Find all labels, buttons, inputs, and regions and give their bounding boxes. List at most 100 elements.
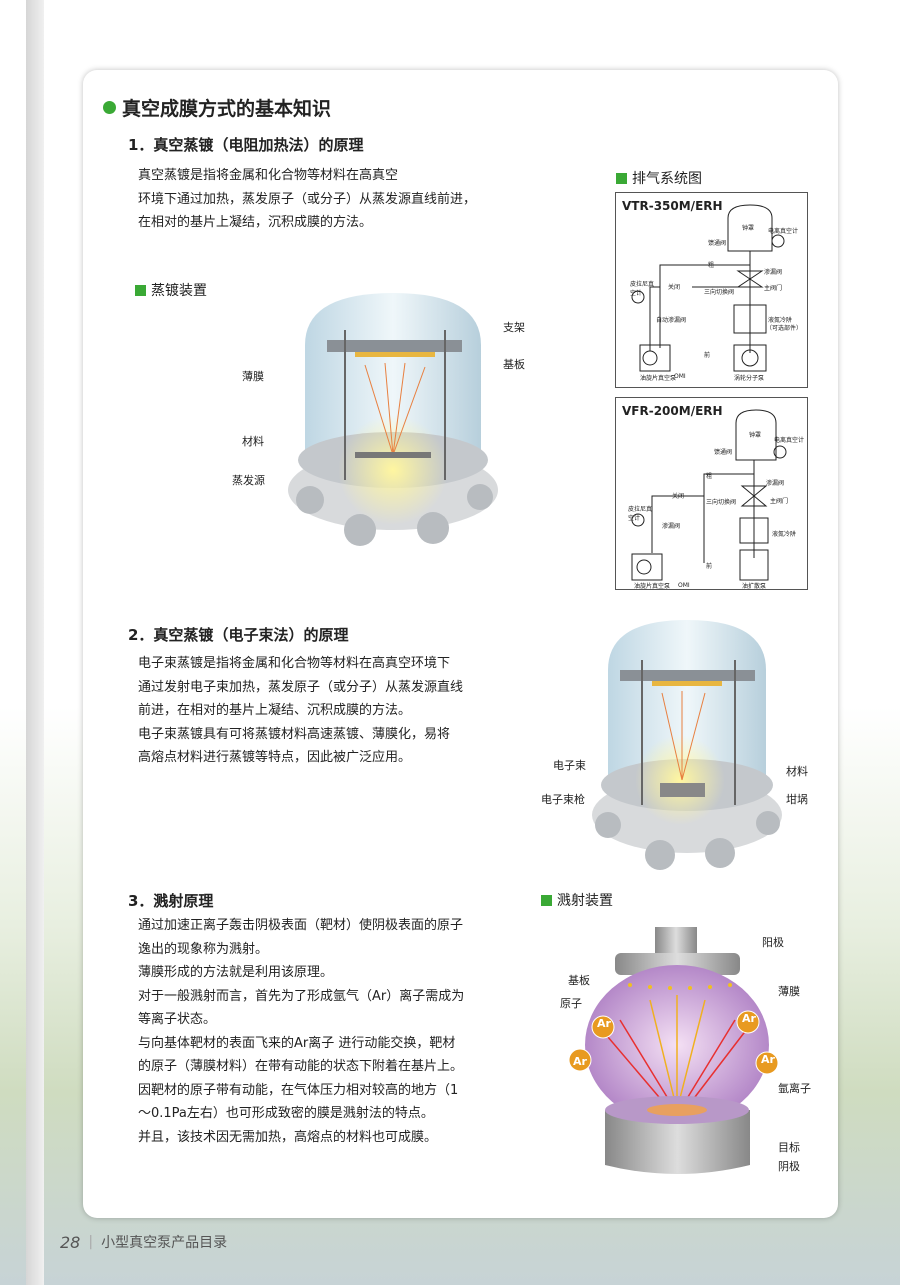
ar-ion-label: Ar <box>573 1055 587 1068</box>
text-line: 逸出的现象称为溅射。 <box>138 941 269 957</box>
section3-text: 通过加速正离子轰击阴极表面（靶材）使阴极表面的原子 逸出的现象称为溅射。 薄膜形… <box>138 914 464 1149</box>
label-material: 材料 <box>786 765 808 778</box>
page-title: 真空成膜方式的基本知识 <box>103 94 331 121</box>
text-line: 电子束蒸镀是指将金属和化合物等材料在高真空环境下 <box>138 656 451 671</box>
label-film: 薄膜 <box>778 985 800 998</box>
label: 关闭 <box>672 493 685 500</box>
label: 主阀门 <box>764 285 783 292</box>
label: 粗 <box>708 262 715 269</box>
label-anode: 阳极 <box>762 936 784 949</box>
ar-ion-label: Ar <box>742 1012 756 1025</box>
page-number: 28 <box>60 1232 81 1252</box>
label: 前 <box>706 563 713 570</box>
label: 馈通阀 <box>708 240 727 247</box>
label: 皮拉尼真空计 <box>628 506 653 522</box>
text-line: 薄膜形成的方法就是利用该原理。 <box>138 965 334 980</box>
evap-device-title: 蒸镀装置 <box>135 280 207 300</box>
bullet-icon <box>103 101 116 114</box>
page-edge-strip <box>26 0 44 1285</box>
label: 粗 <box>706 473 713 480</box>
section1-heading: 1．真空蒸镀（电阻加热法）的原理 <box>128 136 364 154</box>
label: 油旋片真空泵 <box>634 583 671 590</box>
label-argon-ion: 氩离子 <box>778 1082 811 1095</box>
label: 涡轮分子泵 <box>734 375 765 382</box>
text-line: 真空蒸镀是指将金属和化合物等材料在高真空 <box>138 168 399 183</box>
label: 液氮冷阱 <box>768 317 793 324</box>
square-bullet-icon <box>616 172 627 184</box>
label: 前 <box>704 352 711 359</box>
diagram-model: VFR-200M/ERH <box>622 404 723 418</box>
label: 皮拉尼真空计 <box>630 281 655 297</box>
label: 油扩散泵 <box>742 583 767 590</box>
text-line: 等离子状态。 <box>138 1012 217 1027</box>
section2-text: 电子束蒸镀是指将金属和化合物等材料在高真空环境下 通过发射电子束加热，蒸发原子（… <box>138 652 463 770</box>
text-line: 与向基体靶材的表面飞来的Ar离子 进行动能交换，靶材 <box>138 1035 456 1051</box>
page-title-text: 真空成膜方式的基本知识 <box>122 98 332 120</box>
exhaust-title-text: 排气系统图 <box>632 171 702 187</box>
text-line: 因靶材的原子带有动能，在气体压力相对较高的地方（1 <box>138 1082 459 1098</box>
label-beam: 电子束 <box>553 759 586 772</box>
text-line: 并且，该技术因无需加热，高熔点的材料也可成膜。 <box>138 1129 438 1145</box>
label: 钟罩 <box>749 432 762 439</box>
label-cathode: 阴极 <box>778 1160 800 1173</box>
text-line: 通过加速正离子轰击阴极表面（靶材）使阴极表面的原子 <box>138 918 464 933</box>
text-line: 高熔点材料进行蒸镀等特点，因此被广泛应用。 <box>138 750 412 765</box>
text-line: 通过发射电子束加热，蒸发原子（或分子）从蒸发源直线 <box>138 679 464 695</box>
sputtering-device-illustration <box>585 927 779 1174</box>
text-line: 环境下通过加热，蒸发原子（或分子）从蒸发源直线前进， <box>138 191 477 207</box>
section2-heading: 2．真空蒸镀（电子束法）的原理 <box>128 626 349 644</box>
ar-ion-icon <box>568 1048 592 1072</box>
footer-divider: | <box>88 1234 94 1250</box>
label-source: 蒸发源 <box>232 474 265 487</box>
text-line: ～0.1Pa左右）也可形成致密的膜是溅射法的特点。 <box>138 1106 434 1121</box>
square-bullet-icon <box>135 284 146 296</box>
text-line: 对于一般溅射而言，首先为了形成氩气（Ar）离子需成为 <box>138 988 465 1004</box>
label: （可选部件） <box>766 325 803 332</box>
evaporation-device-illustration <box>288 293 498 546</box>
label-substrate: 基板 <box>503 358 525 371</box>
label: 渗漏阀 <box>766 480 785 487</box>
label-gun: 电子束枪 <box>541 793 585 806</box>
label: 油旋片真空泵 <box>640 375 677 382</box>
label: 电离真空计 <box>768 228 799 235</box>
label-material: 材料 <box>242 435 264 448</box>
label-crucible: 坩埚 <box>786 793 808 806</box>
text-line: 在相对的基片上凝结，沉积成膜的方法。 <box>138 215 373 230</box>
section1-text: 真空蒸镀是指将金属和化合物等材料在高真空 环境下通过加热，蒸发原子（或分子）从蒸… <box>138 164 476 235</box>
evap-device-title-text: 蒸镀装置 <box>151 283 207 299</box>
label: 自动渗漏阀 <box>656 317 687 324</box>
label: 渗漏阀 <box>764 269 783 276</box>
label-support: 支架 <box>503 321 525 334</box>
label: 液氮冷阱 <box>772 531 797 538</box>
electron-beam-device-illustration <box>592 620 782 870</box>
text-line: 电子束蒸镀具有可将蒸镀材料高速蒸镀、薄膜化，易将 <box>138 726 451 742</box>
label: 三向切换阀 <box>704 289 735 296</box>
label-target: 目标 <box>778 1141 800 1154</box>
sputter-device-title-text: 溅射装置 <box>557 893 613 909</box>
label: 钟罩 <box>742 225 755 232</box>
label: 三向切换阀 <box>706 499 737 506</box>
square-bullet-icon <box>541 894 552 906</box>
label: OMI <box>674 373 686 380</box>
label-atom: 原子 <box>560 997 582 1010</box>
label-substrate: 基板 <box>568 974 590 987</box>
section3-heading: 3．溅射原理 <box>128 892 214 910</box>
label: 电离真空计 <box>774 437 805 444</box>
label: 馈通阀 <box>714 449 733 456</box>
label: 主阀门 <box>770 498 789 505</box>
exhaust-diagram-vfr: VFR-200M/ERH 钟罩 电离真空计 馈通阀 粗 渗漏阀 关闭 三向切换阀… <box>615 397 808 590</box>
text-line: 的原子（薄膜材料）在带有动能的状态下附着在基片上。 <box>138 1059 464 1074</box>
piping-diagram <box>631 409 787 581</box>
text-line: 前进，在相对的基片上凝结、沉积成膜的方法。 <box>138 703 412 718</box>
exhaust-title: 排气系统图 <box>616 168 702 188</box>
label: OMI <box>678 582 690 589</box>
ar-ion-label: Ar <box>597 1017 611 1030</box>
footer: 28 | 小型真空泵产品目录 <box>60 1232 227 1252</box>
ar-ion-label: Ar <box>761 1053 775 1066</box>
piping-diagram <box>631 204 785 372</box>
diagram-model: VTR-350M/ERH <box>622 199 723 213</box>
label-film: 薄膜 <box>242 370 264 383</box>
sputter-device-title: 溅射装置 <box>541 890 613 910</box>
exhaust-diagram-vtr: VTR-350M/ERH 钟罩 电离真空计 馈通阀 粗 渗漏阀 关闭 三向切换阀… <box>615 192 808 388</box>
label: 关闭 <box>668 284 681 291</box>
